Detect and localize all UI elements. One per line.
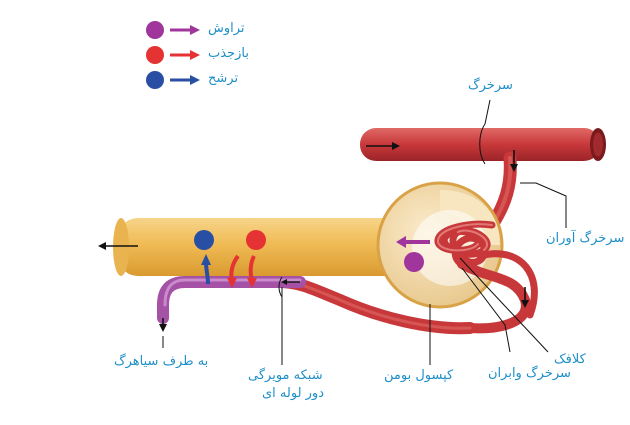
legend-reabsorption: بازجذب: [146, 44, 276, 66]
glomerulus-label: کلافک: [554, 352, 586, 367]
filtration-arrow-icon: [170, 25, 200, 35]
reabsorption-arrow-icon: [170, 50, 200, 60]
flow-arrows: [98, 142, 529, 332]
efferent-arteriole-label: سرخرگ وابران: [488, 366, 571, 381]
bowman-capsule-label: کپسول بومن: [384, 368, 454, 383]
leader-lines: [162, 99, 567, 365]
to-vein-label: به طرف سیاهرگ: [114, 354, 209, 369]
capillary-network-label-line1: شبکه مویرگی: [248, 368, 323, 383]
legend-reabsorption-label: بازجذب: [208, 46, 249, 61]
legend-secretion: ترشح: [146, 69, 276, 91]
process-markers: [194, 230, 430, 288]
secretion-particle-icon: [194, 230, 214, 250]
afferent-arteriole-label: سرخرگ آوران: [546, 231, 625, 246]
filtration-dot-icon: [146, 21, 164, 39]
legend-filtration-label: تراوش: [208, 21, 245, 36]
reabsorption-particle-icon: [246, 230, 266, 250]
reabsorption-dot-icon: [146, 46, 164, 64]
legend-secretion-label: ترشح: [208, 71, 239, 86]
legend-filtration: تراوش: [146, 19, 276, 41]
secretion-dot-icon: [146, 71, 164, 89]
artery-label: سرخرگ: [468, 78, 513, 93]
filtration-particle-icon: [404, 252, 424, 272]
secretion-arrow-icon: [170, 75, 200, 85]
capillary-network-label-line2: دور لوله ای: [262, 386, 325, 401]
